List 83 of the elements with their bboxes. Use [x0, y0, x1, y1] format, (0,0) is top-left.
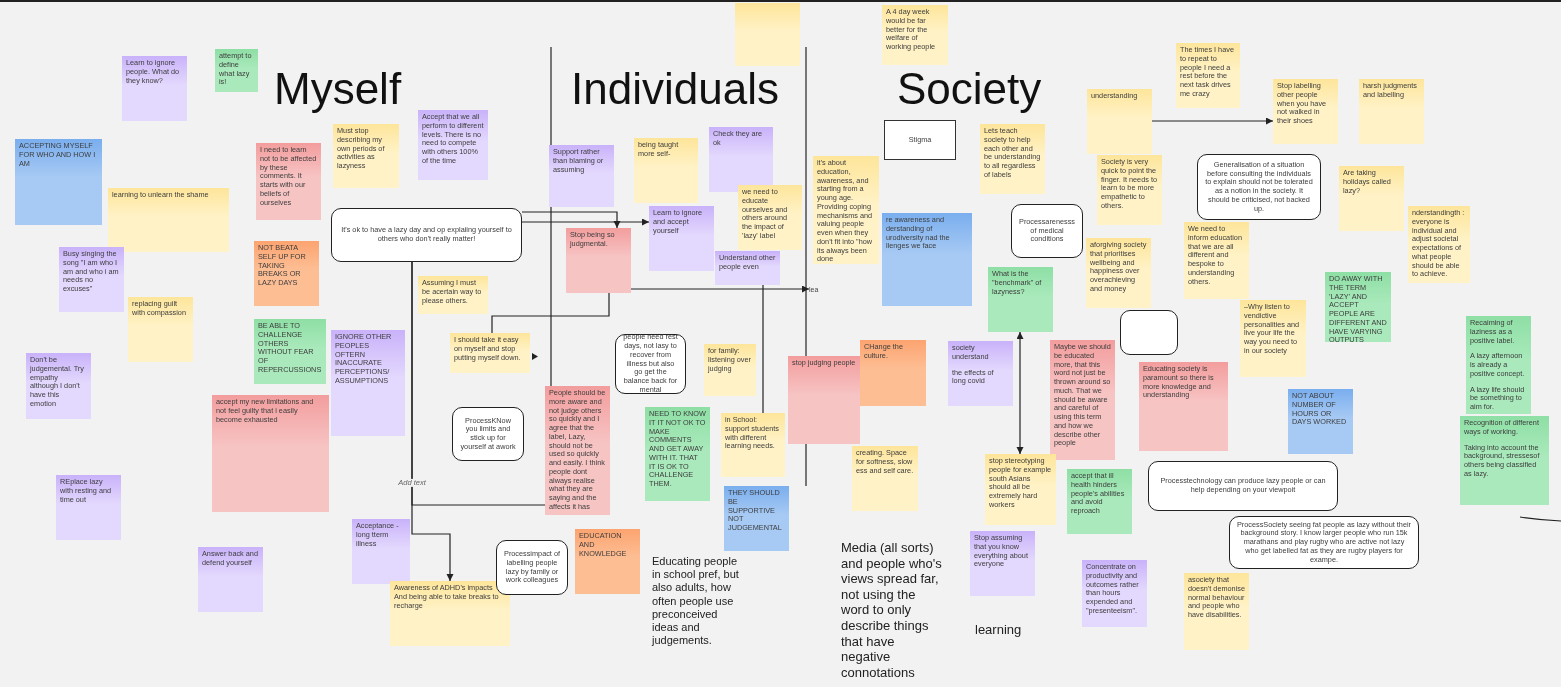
sticky-note	[122, 56, 187, 121]
sticky-note	[418, 276, 488, 314]
sticky-note	[418, 110, 488, 180]
connector-line	[762, 284, 764, 414]
heading: Society	[897, 67, 1042, 111]
heading: Myself	[274, 67, 402, 111]
sticky-note	[1339, 166, 1404, 231]
process-box	[331, 208, 522, 262]
sticky-note	[1086, 238, 1151, 308]
sticky-note	[212, 395, 329, 512]
sticky-note	[1288, 389, 1353, 454]
sticky-note	[352, 519, 410, 584]
process-box	[1197, 154, 1321, 220]
connector-arrow	[521, 211, 621, 229]
sticky-note	[860, 340, 926, 406]
sticky-note	[26, 353, 91, 419]
sticky-note	[1184, 222, 1249, 299]
sticky-note	[254, 241, 319, 306]
process-box	[1011, 204, 1083, 258]
connector-arrow	[1151, 117, 1274, 125]
sticky-note	[1097, 155, 1162, 225]
process-box	[615, 334, 686, 394]
connector-arrow	[630, 285, 810, 293]
sticky-note	[738, 185, 802, 250]
sticky-note	[988, 267, 1053, 332]
sticky-note	[128, 297, 193, 362]
sticky-note	[390, 581, 510, 646]
sticky-note	[1082, 560, 1147, 627]
sticky-note	[948, 341, 1013, 406]
sticky-note	[735, 3, 800, 66]
sticky-note	[198, 547, 263, 612]
sticky-note	[1240, 300, 1306, 377]
sticky-note	[331, 330, 405, 436]
sticky-note	[724, 486, 789, 551]
sticky-note	[645, 407, 710, 501]
process-box	[496, 540, 568, 595]
sticky-note	[715, 251, 780, 285]
sticky-note	[1176, 43, 1240, 108]
sticky-note	[333, 124, 399, 188]
sticky-note	[575, 529, 640, 594]
process-box	[452, 407, 524, 461]
sticky-note	[709, 127, 773, 192]
sticky-note	[704, 344, 756, 396]
heading: Individuals	[571, 67, 779, 111]
sticky-note	[882, 5, 948, 65]
process-box	[1148, 461, 1338, 511]
connector-line	[491, 292, 610, 334]
sticky-note	[1050, 340, 1115, 460]
sticky-note	[1139, 362, 1228, 451]
connector-arrow	[521, 218, 650, 226]
sticky-note	[1087, 89, 1152, 154]
sticky-note	[1273, 79, 1338, 144]
free-text: learning	[975, 622, 1022, 638]
sticky-note	[450, 333, 530, 373]
sticky-note	[254, 319, 326, 384]
sticky-note	[15, 139, 102, 225]
sticky-note	[970, 531, 1035, 596]
sticky-note	[1184, 573, 1249, 650]
sticky-note	[1466, 316, 1531, 414]
sticky-note	[1067, 469, 1132, 534]
process-box	[1229, 516, 1419, 569]
sticky-note	[566, 228, 631, 293]
sticky-note	[59, 247, 124, 312]
sticky-note	[256, 143, 321, 220]
connector-arrow	[1016, 331, 1024, 455]
sticky-note	[1460, 416, 1549, 505]
sticky-note	[980, 124, 1045, 194]
sticky-note	[985, 454, 1056, 525]
sticky-note	[56, 475, 121, 540]
free-text: Media (all sorts) and people who's views spread far, not using the word to only describe things that have negative connotations	[841, 540, 943, 681]
process-box	[1120, 310, 1178, 355]
sticky-note	[634, 138, 698, 203]
sticky-note	[721, 413, 785, 477]
sticky-note	[788, 356, 860, 444]
sticky-note	[108, 188, 229, 252]
sticky-note	[852, 446, 918, 511]
connector-line	[411, 261, 546, 506]
sticky-note	[649, 206, 714, 271]
text-box	[884, 120, 956, 160]
sticky-note	[882, 213, 972, 306]
sticky-note	[549, 145, 614, 207]
free-text: Educating people in school pref, but also adults, how often people use preconceived ideas and judgements.	[652, 555, 740, 648]
sticky-note	[1359, 79, 1424, 144]
